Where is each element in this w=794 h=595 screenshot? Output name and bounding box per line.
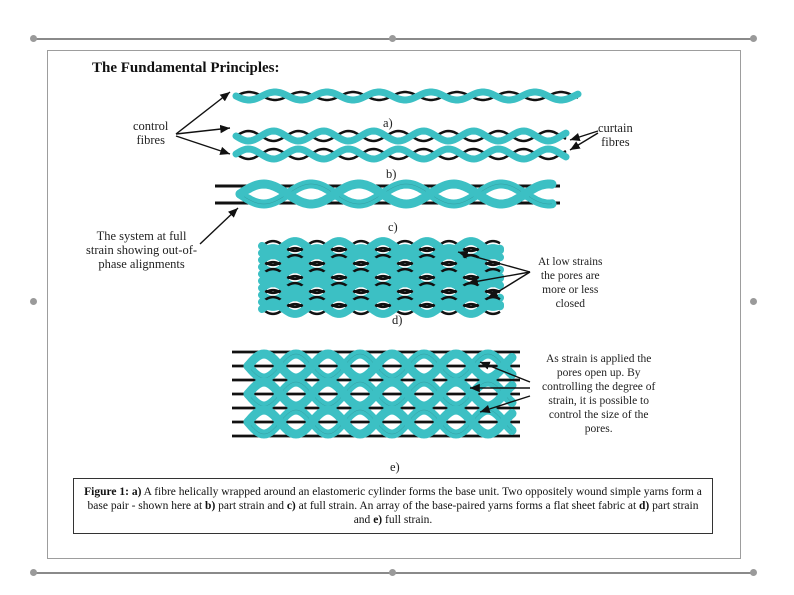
panel-a-label: a) [383, 116, 393, 130]
annotation-arrow [467, 271, 531, 286]
annotation-arrow [479, 395, 531, 414]
curtain-fibre [258, 258, 504, 276]
curtain-fibre [258, 286, 504, 304]
resize-handle-left-middle[interactable] [30, 298, 37, 305]
annotation-arrow [175, 91, 231, 135]
resize-handle-top-middle[interactable] [389, 35, 396, 42]
curtain-fibre [243, 349, 517, 383]
caption-figure-number: Figure 1: [84, 486, 129, 498]
caption-text-2: part strain and [215, 500, 287, 512]
curtain-fibre [232, 127, 570, 145]
control-fibres-label: control fibres [133, 119, 169, 147]
curtain-fibre [258, 300, 504, 318]
annotation-arrow [175, 135, 231, 155]
caption-part-c: c) [286, 500, 296, 512]
curtain-fibre [243, 377, 517, 411]
curtain-fibre [258, 237, 504, 255]
annotation-arrow [487, 271, 531, 299]
curtain-fibre [258, 265, 504, 283]
strain-applied-label: As strain is applied the pores open up. … [542, 353, 656, 435]
curtain-fibre [243, 405, 517, 439]
caption-part-d: d) [639, 500, 650, 512]
curtain-fibres-label: curtain fibres [598, 121, 633, 149]
panel-b-label: b) [386, 167, 397, 181]
annotation-arrow [479, 361, 531, 383]
panel-c-label: c) [388, 220, 398, 234]
caption-part-b: b) [205, 500, 216, 512]
full-strain-label: The system at full strain showing out-of… [86, 229, 198, 271]
curtain-fibre [258, 293, 504, 311]
panel-a-fibre [232, 88, 582, 104]
resize-handle-right-middle[interactable] [750, 298, 757, 305]
resize-handle-top-left[interactable] [30, 35, 37, 42]
resize-handle-bottom-middle[interactable] [389, 569, 396, 576]
caption-part-e: e) [373, 514, 383, 526]
resize-handle-bottom-left[interactable] [30, 569, 37, 576]
resize-handle-top-right[interactable] [750, 35, 757, 42]
annotation-arrow [569, 130, 599, 141]
annotation-arrows [175, 91, 599, 414]
annotation-arrow [569, 132, 599, 151]
panel-e-label: e) [390, 460, 400, 474]
curtain-fibre [232, 145, 570, 163]
caption-text-4: part strain and [353, 500, 699, 526]
control-fibre [239, 183, 553, 205]
control-fibre [247, 409, 513, 435]
curtain-fibre [232, 88, 582, 104]
curtain-fibre [235, 179, 557, 209]
annotation-arrow [199, 207, 239, 245]
caption-part-a: a) [131, 486, 142, 498]
caption-text-5: full strain. [382, 514, 433, 526]
panel-d-sheet-part-strain [258, 237, 504, 318]
panel-d-label: d) [392, 313, 403, 327]
control-fibre [247, 381, 513, 407]
control-fibre [247, 353, 513, 379]
caption-text-1: A fibre helically wrapped around an elas… [87, 486, 702, 512]
annotation-arrow [457, 250, 531, 273]
annotation-arrow [175, 124, 231, 135]
panel-c-full-strain [215, 179, 560, 209]
figure-title: The Fundamental Principles: [92, 60, 280, 76]
figure-caption: Figure 1: a) A fibre helically wrapped a… [73, 478, 713, 534]
panel-e-sheet-full-strain [232, 349, 520, 439]
caption-text-3: at full strain. An array of the base-pai… [295, 500, 640, 512]
resize-handle-bottom-right[interactable] [750, 569, 757, 576]
panel-b-base-pair [232, 127, 570, 163]
low-strains-label: At low strains the pores are more or les… [538, 256, 603, 310]
